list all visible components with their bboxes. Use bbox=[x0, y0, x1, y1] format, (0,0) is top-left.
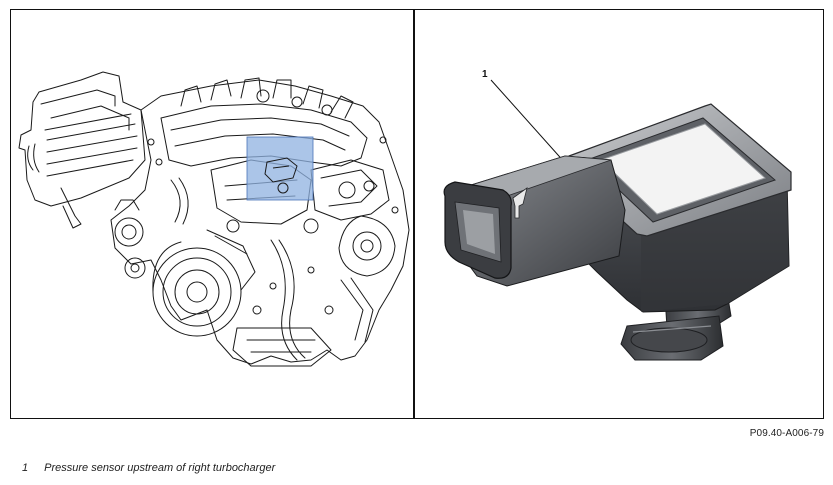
figure-frame: 1 bbox=[10, 9, 824, 419]
legend-number: 1 bbox=[22, 462, 29, 474]
sensor-detail-panel: 1 bbox=[415, 10, 823, 418]
engine-line-drawing bbox=[18, 71, 410, 367]
figure-code: P09.40-A006-79 bbox=[749, 428, 824, 439]
pressure-sensor-illustration bbox=[443, 79, 792, 361]
legend-text: Pressure sensor upstream of right turboc… bbox=[44, 462, 276, 474]
callout-number-1: 1 bbox=[482, 69, 488, 80]
electrical-connector bbox=[443, 155, 626, 287]
engine-overview-panel bbox=[11, 10, 415, 418]
sensor-location-highlight bbox=[246, 136, 314, 201]
legend-item: 1 Pressure sensor upstream of right turb… bbox=[22, 462, 275, 474]
sensor-body bbox=[568, 103, 792, 313]
